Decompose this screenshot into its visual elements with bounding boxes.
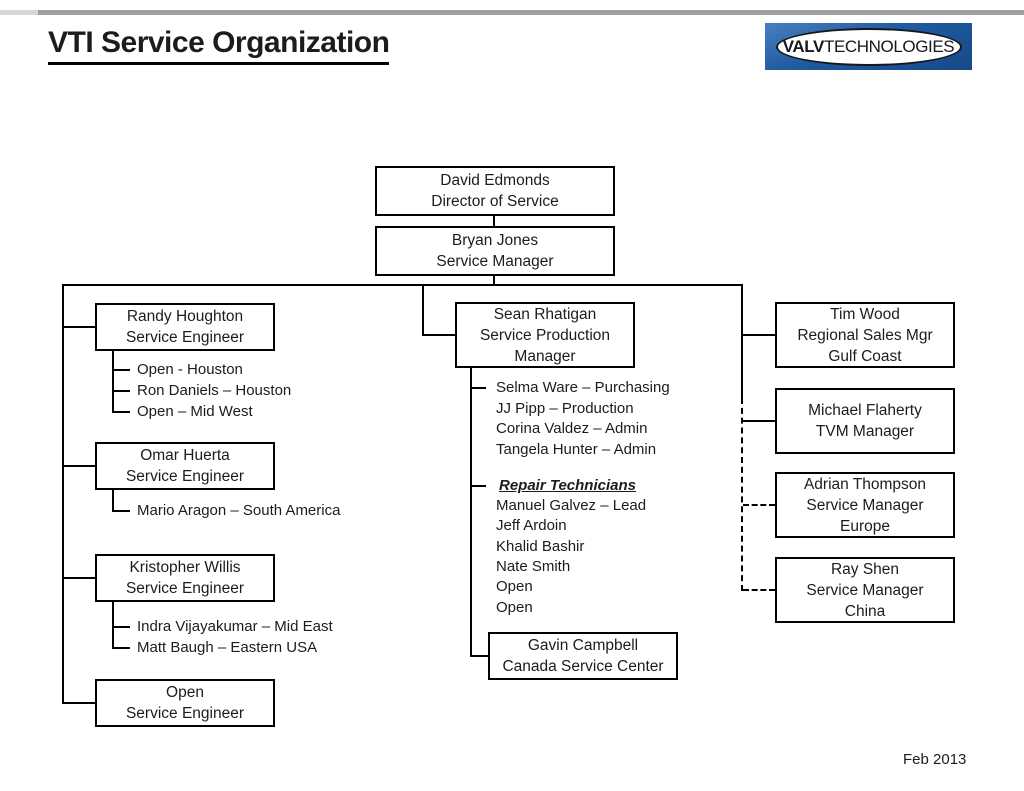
manager-name: Bryan Jones [451,232,539,249]
connector-right-drop-solid [741,284,743,398]
report-item: Matt Baugh – Eastern USA [137,639,318,656]
top-bar-light-segment [0,10,38,15]
engineer-title: Service Engineer [125,329,245,346]
canada-title: Canada Service Center [502,658,664,675]
technician-item: Manuel Galvez – Lead [496,497,647,514]
right-name: Tim Wood [830,305,900,323]
connector-left-drop [62,284,64,704]
right-title2: Gulf Coast [828,347,902,365]
canada-name: Gavin Campbell [527,637,639,654]
engineer-box-open: Open Service Engineer [95,679,275,727]
sean-list-tick-technicians [470,485,486,487]
top-bar [38,10,1024,15]
staff-item: Corina Valdez – Admin [496,420,648,437]
kristopher-list-tick-2 [112,647,130,649]
connector-gavin-campbell [470,655,488,657]
connector-randy [62,326,95,328]
connector-middle-drop [422,284,424,336]
connector-right-drop-dashed [741,398,743,591]
engineer-name: Omar Huerta [140,447,230,464]
staff-item: Selma Ware – Purchasing [496,379,670,396]
right-title2: Europe [840,517,890,535]
page-title: VTI Service Organization [48,26,390,65]
technician-item: Open [496,578,533,595]
omar-list-tick [112,510,130,512]
manager-title: Service Manager [436,253,554,270]
right-title1: Service Manager [806,496,924,514]
right-title1: TVM Manager [815,423,915,440]
connector-adrian-thompson-dashed [743,504,775,506]
engineer-name: Open [166,684,204,701]
right-name: Ray Shen [830,560,900,578]
omar-list-stem [112,490,114,512]
technician-item: Jeff Ardoin [496,517,567,534]
kristopher-list-stem [112,602,114,649]
right-title1: Service Manager [806,581,924,599]
technician-item: Nate Smith [496,558,571,575]
engineer-title: Service Engineer [125,580,245,597]
date-label: Feb 2013 [903,751,967,768]
connector-open-engineer [62,702,95,704]
report-item: Ron Daniels – Houston [137,382,292,399]
report-item: Open – Mid West [137,403,253,420]
randy-list-tick-3 [112,411,130,413]
director-name: David Edmonds [440,172,550,189]
repair-technicians-heading: Repair Technicians [499,477,636,494]
engineer-box-kristopher-willis: Kristopher Willis Service Engineer [95,554,275,602]
canada-service-center-box: Gavin Campbell Canada Service Center [488,632,678,680]
connector-sean [422,334,455,336]
logo-text-bold: VALV [782,36,825,56]
report-item: Indra Vijayakumar – Mid East [137,618,333,635]
kristopher-list-tick-1 [112,626,130,628]
sean-list-tick-staff [470,387,486,389]
staff-item: Tangela Hunter – Admin [496,441,657,458]
right-box-adrian-thompson: Adrian Thompson Service Manager Europe [775,472,955,538]
engineer-box-omar-huerta: Omar Huerta Service Engineer [95,442,275,490]
connector-ray-shen-dashed [743,589,775,591]
connector-michael-flaherty [743,420,775,422]
manager-box: Bryan Jones Service Manager [375,226,615,276]
sean-list-stem [470,368,472,657]
technician-item: Khalid Bashir [496,538,585,555]
right-title2: China [844,602,886,620]
engineer-name: Randy Houghton [126,308,244,325]
engineer-box-randy-houghton: Randy Houghton Service Engineer [95,303,275,351]
connector-director-manager [493,216,495,226]
connector-kristopher [62,577,95,579]
director-title: Director of Service [431,193,559,210]
engineer-title: Service Engineer [125,705,245,722]
report-item: Mario Aragon – South America [137,502,341,519]
randy-list-stem [112,351,114,413]
randy-list-tick-2 [112,390,130,392]
staff-item: JJ Pipp – Production [496,400,634,417]
right-name: Michael Flaherty [808,402,922,419]
report-item: Open - Houston [137,361,243,378]
production-manager-box: Sean Rhatigan Service Production Manager [455,302,635,368]
engineer-name: Kristopher Willis [129,559,241,576]
technician-item: Open [496,599,533,616]
connector-manager-spine [493,276,495,285]
production-manager-name: Sean Rhatigan [493,305,597,323]
connector-spine [62,284,743,286]
randy-list-tick-1 [112,369,130,371]
right-box-tim-wood: Tim Wood Regional Sales Mgr Gulf Coast [775,302,955,368]
director-box: David Edmonds Director of Service [375,166,615,216]
right-box-michael-flaherty: Michael Flaherty TVM Manager [775,388,955,454]
production-manager-title2: Manager [514,347,576,365]
connector-tim-wood [743,334,775,336]
logo-text-rest: TECHNOLOGIES [823,36,955,56]
engineer-title: Service Engineer [125,468,245,485]
right-title1: Regional Sales Mgr [797,326,933,344]
right-box-ray-shen: Ray Shen Service Manager China [775,557,955,623]
connector-omar [62,465,95,467]
right-name: Adrian Thompson [803,475,927,493]
production-manager-title1: Service Production [479,326,611,344]
